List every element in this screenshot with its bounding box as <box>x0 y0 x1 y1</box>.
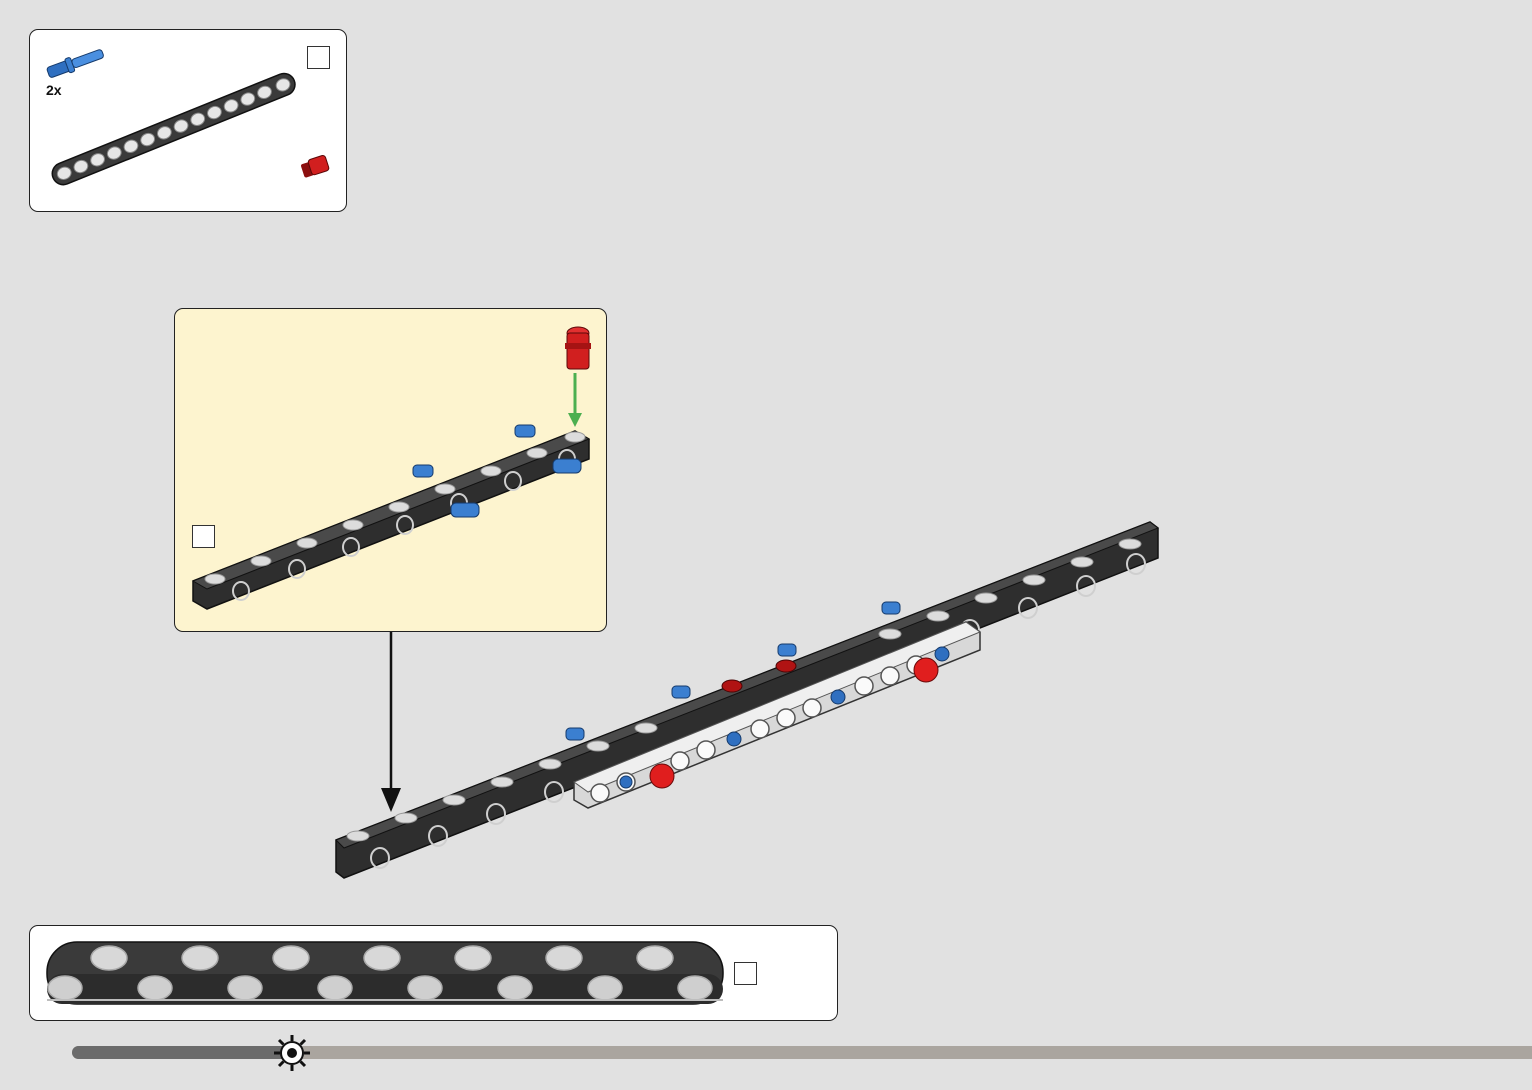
beam-part-icon <box>44 60 314 190</box>
scale-panel <box>29 925 838 1021</box>
red-pin-icon <box>300 154 332 180</box>
red-connector-icon <box>565 327 591 369</box>
parts-list-panel: 2x <box>29 29 347 212</box>
step-checkbox[interactable] <box>192 525 215 548</box>
gear-icon <box>271 1032 313 1074</box>
step-checkbox[interactable] <box>307 46 330 69</box>
main-assembly-illustration <box>330 510 1170 890</box>
progress-fill <box>72 1046 291 1059</box>
step-checkbox[interactable] <box>734 962 757 985</box>
full-scale-beam-illustration <box>45 940 725 1010</box>
